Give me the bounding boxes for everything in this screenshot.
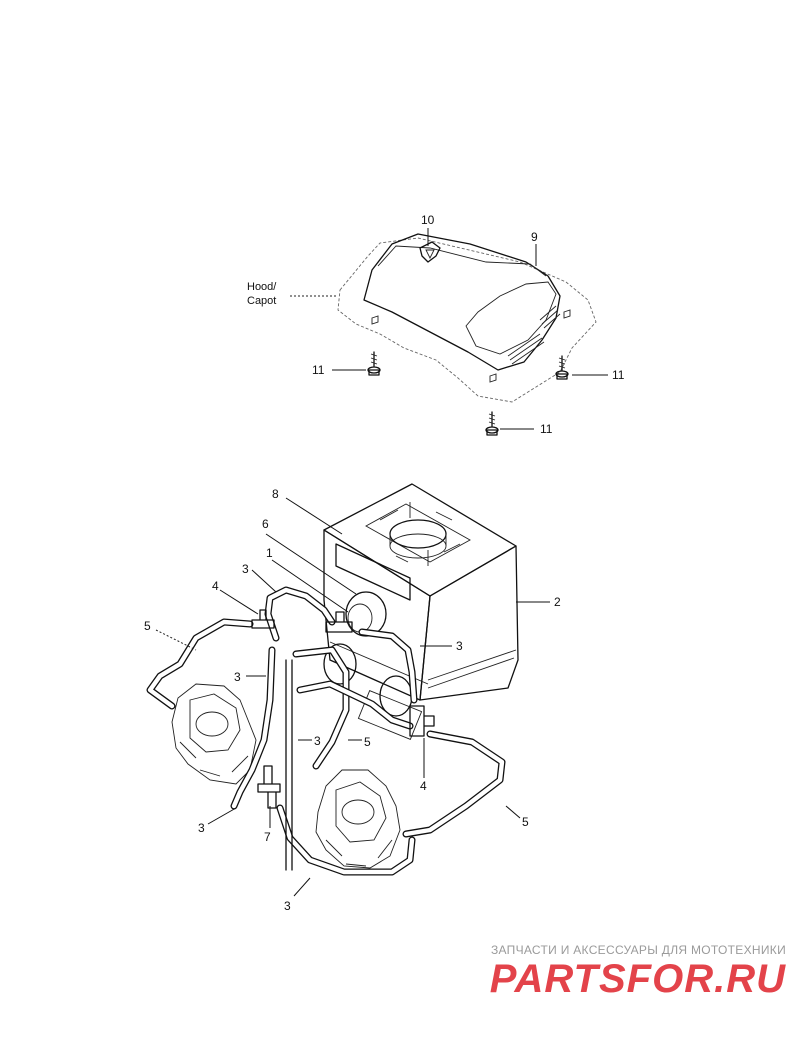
fittings bbox=[251, 609, 435, 809]
label-11-right: 11 bbox=[612, 368, 625, 382]
label-4-right: 4 bbox=[420, 779, 427, 793]
label-11-left: 11 bbox=[312, 363, 325, 377]
label-5-left: 5 bbox=[144, 619, 151, 633]
casting-right bbox=[315, 769, 401, 869]
tank-filler-opening bbox=[365, 503, 471, 563]
label-7: 7 bbox=[264, 830, 271, 844]
hood-emblem bbox=[419, 241, 441, 263]
tank-top bbox=[323, 483, 517, 597]
label-6: 6 bbox=[262, 517, 269, 531]
engine-castings bbox=[171, 683, 401, 869]
hood-shell bbox=[363, 233, 561, 371]
hose-3-top bbox=[264, 586, 336, 642]
screw-left bbox=[367, 351, 381, 376]
hoses bbox=[146, 586, 506, 876]
t-fitting-4-right bbox=[409, 705, 435, 737]
t-fitting-7 bbox=[257, 765, 281, 809]
hose-3-right bbox=[358, 628, 418, 704]
screw-bottom bbox=[485, 411, 499, 436]
hood-ghost-outline bbox=[337, 237, 597, 403]
hose-leaders bbox=[155, 569, 521, 897]
oil-tank-assembly: 8 6 1 2 bbox=[262, 483, 561, 740]
tank-side bbox=[419, 545, 519, 701]
screw-right bbox=[555, 355, 569, 380]
hood-rear-bulge bbox=[465, 281, 557, 355]
label-5-center: 5 bbox=[364, 735, 371, 749]
label-hood: Hood/ bbox=[247, 281, 277, 293]
tank-decal bbox=[335, 543, 411, 601]
label-3-top: 3 bbox=[242, 562, 249, 576]
hose-3-bottom bbox=[276, 804, 416, 876]
watermark-caption: ЗАПЧАСТИ И АКСЕССУАРЫ ДЛЯ МОТОТЕХНИКИ bbox=[490, 943, 786, 957]
label-3-center: 3 bbox=[314, 734, 321, 748]
label-1: 1 bbox=[266, 546, 273, 560]
label-3-mid-left: 3 bbox=[234, 670, 241, 684]
label-capot: Capot bbox=[247, 295, 276, 307]
label-3-right: 3 bbox=[456, 639, 463, 653]
hose-3-middle bbox=[292, 646, 350, 770]
hood-assembly: 10 9 Hood/ Capot 11 11 11 bbox=[247, 213, 625, 436]
watermark-logo[interactable]: PARTSFOR.RU bbox=[489, 957, 786, 1001]
t-fitting-4-left bbox=[251, 609, 275, 629]
t-fitting-cap bbox=[325, 611, 353, 633]
label-5-right: 5 bbox=[522, 815, 529, 829]
label-10: 10 bbox=[421, 213, 435, 227]
hood-vent-louvers bbox=[507, 305, 561, 365]
label-8: 8 bbox=[272, 487, 279, 501]
label-9: 9 bbox=[531, 230, 538, 244]
sight-window-left bbox=[323, 643, 357, 685]
hood-top-contour bbox=[377, 245, 547, 277]
label-4-top: 4 bbox=[212, 579, 219, 593]
label-3-bottom: 3 bbox=[284, 899, 291, 913]
label-3-bottom-left: 3 bbox=[198, 821, 205, 835]
tank-front bbox=[323, 529, 431, 701]
label-11-bottom: 11 bbox=[540, 422, 553, 436]
casting-left bbox=[171, 683, 257, 785]
label-2: 2 bbox=[554, 595, 561, 609]
